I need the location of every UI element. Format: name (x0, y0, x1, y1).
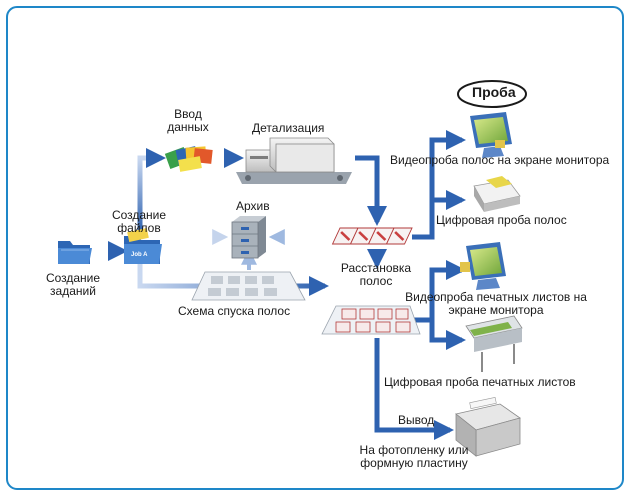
pages-icon (331, 227, 413, 245)
create-files-label-line1: Создание (111, 208, 167, 222)
arrow-files-to-input (137, 148, 166, 232)
arrow-sheets-to-output (374, 338, 454, 440)
job-folder-icon (124, 228, 162, 264)
film-plate-label-line2: формную пластину (360, 456, 468, 470)
page-layout-label: Расстановка полос (338, 262, 414, 288)
video-proof-sheets-label: Видеопроба печатных листов на экране мон… (398, 291, 594, 317)
monitor-icon-sheets (460, 242, 506, 290)
video-proof-sheets-label-line2: экране монитора (448, 303, 544, 317)
arrow-pages-to-video-proof (412, 130, 466, 240)
imposition-scheme-icon (191, 271, 306, 301)
detailing-machine-icon (236, 137, 352, 184)
printer-icon-pages (473, 176, 521, 212)
arrow-detailing-to-pages (355, 155, 387, 226)
film-plate-label-line1: На фотопленку или (359, 443, 469, 457)
create-tasks-label-line2: заданий (50, 284, 96, 298)
diagram-border (6, 6, 624, 490)
proof-badge (457, 80, 527, 108)
create-files-label-line2: файлов (117, 221, 161, 235)
proof-badge-label: Проба (472, 84, 516, 100)
input-data-label-line2: данных (167, 120, 209, 134)
film-plate-label: На фотопленку или формную пластину (354, 444, 474, 470)
page-layout-label-line2: полос (359, 274, 393, 288)
page-layout-label-line1: Расстановка (340, 261, 412, 275)
digital-proof-sheets-label: Цифровая проба печатных листов (384, 375, 576, 389)
output-label: Вывод (398, 413, 435, 427)
job-tag: Job A (131, 252, 148, 258)
create-tasks-label-line1: Создание (45, 271, 101, 285)
detailing-label: Детализация (252, 121, 325, 135)
input-files-icon (164, 146, 213, 172)
folder-icon (58, 241, 92, 264)
video-proof-pages-label: Видеопроба полос на экране монитора (390, 153, 610, 167)
printed-sheets-icon (321, 305, 421, 335)
arrow-sheets-to-digital-proof (429, 320, 466, 350)
archive-cabinet-icon (231, 216, 266, 259)
monitor-icon-pages (470, 112, 512, 158)
video-proof-sheets-label-line1: Видеопроба печатных листов на (405, 290, 587, 304)
large-format-printer-icon (465, 315, 523, 372)
digital-proof-pages-label: Цифровая проба полос (436, 213, 567, 227)
create-tasks-label: Создание заданий (42, 272, 104, 298)
arrow-sheets-to-video-proof (408, 260, 466, 323)
imagesetter-icon (455, 397, 521, 457)
imposition-scheme-label: Схема спуска полос (178, 304, 291, 318)
input-data-label: Ввод данных (162, 108, 214, 134)
create-files-label: Создание файлов (108, 209, 170, 235)
input-data-label-line1: Ввод (174, 107, 202, 121)
archive-label: Архив (236, 199, 270, 213)
